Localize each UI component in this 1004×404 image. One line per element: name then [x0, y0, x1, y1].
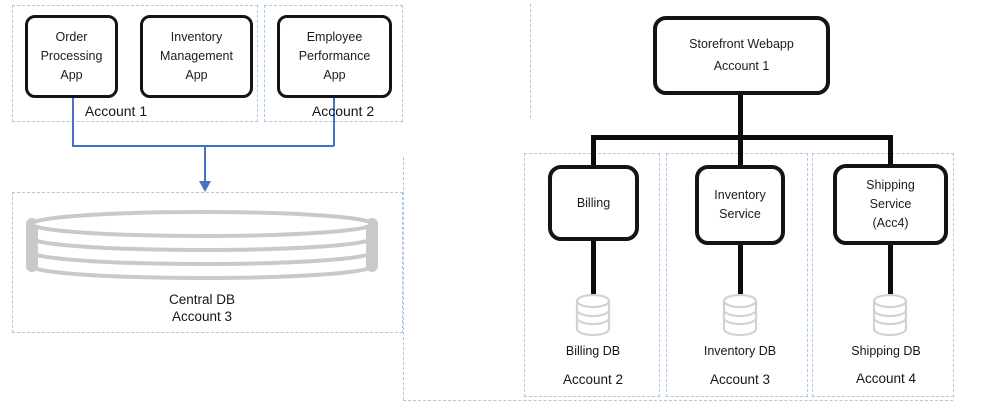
- central-database-cylinder-icon: [26, 210, 378, 280]
- shipping-account-label: Account 4: [855, 371, 917, 386]
- node-label: App: [185, 68, 208, 82]
- account1-boundary: [12, 5, 258, 122]
- node-label: Service: [869, 197, 912, 211]
- node-billing-service: Billing: [548, 165, 639, 241]
- node-inventory-management-app: Inventory Management App: [140, 15, 253, 98]
- shipping-db-cylinder-icon: [872, 294, 908, 336]
- billing-db-cylinder-icon: [575, 294, 611, 336]
- connector-line: [737, 243, 743, 297]
- account3-boundary: [12, 192, 403, 333]
- billing-db-label: Billing DB: [565, 344, 621, 358]
- node-label: Employee: [306, 30, 363, 44]
- connector-line: [887, 243, 893, 297]
- shipping-db-label: Shipping DB: [851, 344, 921, 358]
- boundary-segment: [403, 400, 953, 401]
- node-label: (Acc4): [872, 216, 909, 230]
- node-shipping-service: Shipping Service (Acc4): [833, 164, 948, 245]
- connector-line: [72, 98, 74, 146]
- connector-line: [204, 146, 206, 182]
- inventory-account-boundary: [666, 153, 808, 397]
- arrowhead-icon: [199, 181, 211, 192]
- node-label: Account 1: [713, 58, 770, 73]
- node-label: Service: [719, 207, 761, 221]
- node-order-processing-app: Order Processing App: [25, 15, 118, 98]
- connector-line: [737, 95, 743, 136]
- connector-line: [737, 135, 743, 167]
- node-label: Order: [55, 30, 88, 44]
- connector-line: [72, 145, 334, 147]
- node-label: Processing: [40, 49, 103, 63]
- account1-label: Account 1: [84, 103, 148, 119]
- node-storefront-webapp: Storefront Webapp Account 1: [653, 16, 830, 95]
- shipping-account-boundary: [812, 153, 954, 397]
- node-label: Performance: [298, 49, 371, 63]
- node-inventory-service: Inventory Service: [695, 165, 785, 245]
- central-db-caption: Central DB Account 3: [20, 291, 384, 325]
- central-db-name: Central DB: [168, 292, 236, 307]
- node-label: Inventory: [170, 30, 223, 44]
- inventory-db-cylinder-icon: [722, 294, 758, 336]
- node-label: Billing: [576, 195, 611, 210]
- connector-line: [887, 135, 893, 166]
- node-label: App: [323, 68, 346, 82]
- central-db-account: Account 3: [171, 309, 233, 324]
- inventory-db-label: Inventory DB: [703, 344, 777, 358]
- inventory-account-label: Account 3: [709, 372, 771, 387]
- node-label: Shipping: [866, 178, 915, 192]
- node-label: Management: [160, 49, 233, 63]
- billing-account-label: Account 2: [562, 372, 624, 387]
- node-label: App: [60, 68, 83, 82]
- node-employee-performance-app: Employee Performance App: [277, 15, 392, 98]
- account2-label: Account 2: [311, 103, 375, 119]
- connector-line: [590, 135, 596, 167]
- boundary-segment: [403, 157, 404, 400]
- connector-line: [333, 98, 335, 146]
- boundary-segment: [530, 4, 531, 118]
- connector-line: [590, 240, 596, 297]
- node-label: Storefront Webapp: [689, 37, 794, 51]
- node-label: Inventory: [714, 188, 766, 202]
